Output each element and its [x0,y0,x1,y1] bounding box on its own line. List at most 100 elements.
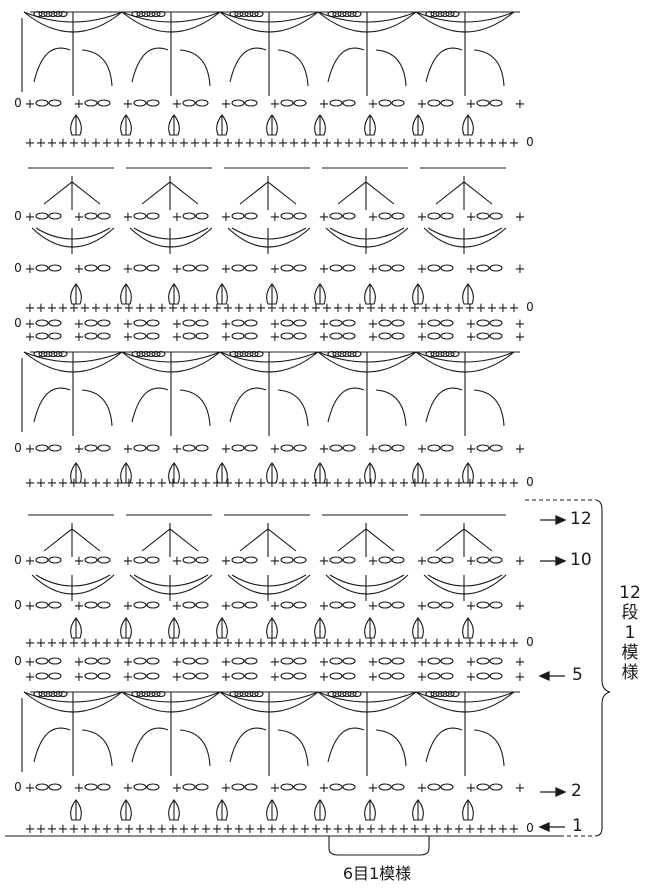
sc-stitch: + [172,330,183,345]
sc-stitch: + [270,97,281,112]
chain-stitch [347,350,357,358]
sc-stitch: + [466,330,477,345]
sc-stitch: + [25,301,36,316]
chain-stitch [84,332,98,340]
sc-stitch: + [123,442,134,457]
sc-stitch: + [311,476,322,491]
chain-stitch [146,264,160,272]
sc-stitch: + [201,136,212,151]
sc-stitch: + [368,97,379,112]
sc-stitch: + [417,97,428,112]
chain-stitch [476,556,490,564]
sc-stitch: + [201,822,212,837]
leaf-loop [81,389,113,427]
chain-stitch [195,332,209,340]
chain-stitch [182,601,196,609]
leaf-loop [473,389,505,427]
sc-stitch: + [476,136,487,151]
sc-stitch: + [487,136,498,151]
chain-stitch [327,350,337,358]
sc-stitch: + [333,636,344,651]
leaf-loop [131,387,169,423]
chain-stitch [293,212,307,220]
chain-stitch [229,10,239,18]
sc-stitch: + [417,317,428,332]
chain-stitch [182,556,196,564]
shell-arc [31,227,115,248]
sc-stitch: + [300,301,311,316]
row-marker-2: 2 [571,781,582,801]
sc-stitch: + [146,136,157,151]
chain-stitch [450,10,460,18]
shell-arc [427,574,503,587]
shell-arc [227,227,311,248]
chain-stitch [476,672,490,680]
sc-stitch: + [454,476,465,491]
chain-stitch [195,556,209,564]
sc-stitch: + [102,301,113,316]
chain-stitch [33,10,43,18]
chain-stitch [440,264,454,272]
chain-stitch [97,444,111,452]
sc-stitch: + [223,136,234,151]
sc-stitch: + [515,210,526,225]
sc-stitch: + [417,330,428,345]
sc-stitch: + [123,97,134,112]
sc-stitch: + [319,262,330,277]
sc-stitch: + [146,301,157,316]
sc-stitch: + [344,301,355,316]
chain-stitch [146,556,160,564]
sc-stitch: + [221,317,232,332]
chain-stitch [440,601,454,609]
chain-stitch [244,657,258,665]
sc-stitch: + [25,317,36,332]
chain-stitch [476,332,490,340]
leaf-loop [179,729,211,767]
sc-stitch: + [417,599,428,614]
chain-stitch [427,264,441,272]
sc-stitch: + [212,636,223,651]
sc-stitch: + [417,670,428,685]
sc-stitch: + [322,301,333,316]
chain-stitch [476,657,490,665]
sc-stitch: + [432,136,443,151]
sc-stitch: + [410,476,421,491]
sc-stitch: + [476,636,487,651]
leaf-loop [277,729,309,767]
chain-stitch [293,332,307,340]
leaf-loop [327,47,365,83]
chain-stitch [489,319,503,327]
chain-stitch [231,319,245,327]
chain-stitch [133,99,147,107]
sc-stitch: + [487,636,498,651]
sc-stitch: + [267,822,278,837]
sc-stitch: + [190,136,201,151]
sc-stitch: + [368,442,379,457]
chain-stitch [231,332,245,340]
sc-stitch: + [443,136,454,151]
sc-stitch: + [201,476,212,491]
sc-stitch: + [157,636,168,651]
sc-stitch: + [333,136,344,151]
sc-stitch: + [498,822,509,837]
chain-stitch [378,332,392,340]
chain-stitch [476,601,490,609]
chain-stitch [280,601,294,609]
sc-stitch: + [410,136,421,151]
chain-stitch [352,690,362,698]
leaf-loop [229,47,267,83]
chain-stitch [84,264,98,272]
sc-stitch: + [36,301,47,316]
sc-stitch: + [80,476,91,491]
sc-stitch: + [368,655,379,670]
shell-arc [423,574,507,595]
chain-stitch [195,783,209,791]
sc-stitch: + [300,822,311,837]
sc-stitch: + [289,136,300,151]
sc-stitch: + [487,822,498,837]
sc-stitch: + [421,301,432,316]
chain-stitch [48,556,62,564]
sc-stitch: + [509,822,520,837]
sc-stitch: + [466,670,477,685]
